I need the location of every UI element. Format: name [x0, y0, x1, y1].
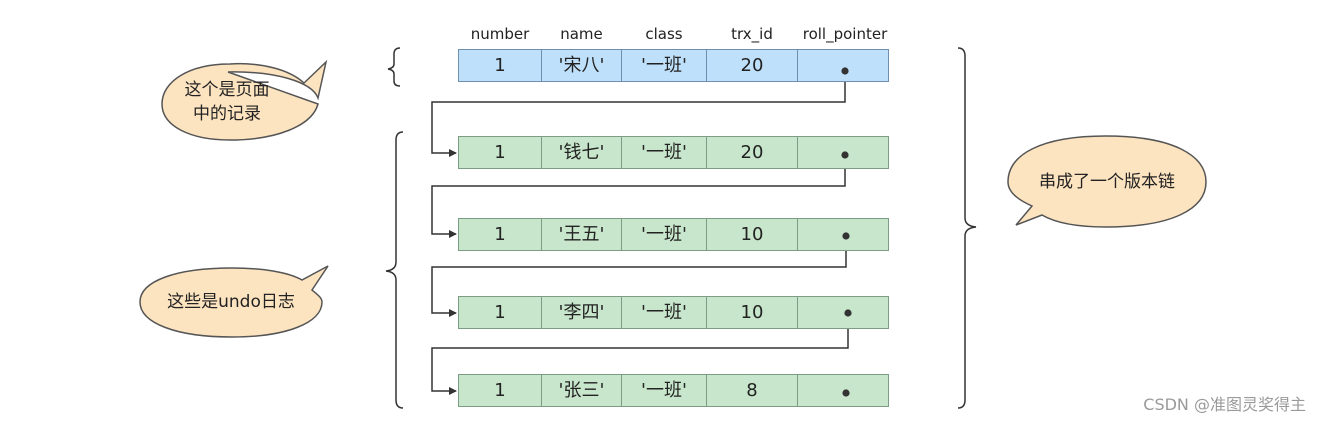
cell-number: 1 — [458, 374, 542, 407]
cell-name: '张三' — [541, 374, 622, 407]
column-header-roll-pointer: roll_pointer — [802, 25, 888, 43]
undo-record-row: 1 '张三' '一班' 8 — [458, 374, 890, 407]
callout-line: 中的记录 — [193, 104, 261, 124]
cell-name: '王五' — [541, 218, 622, 251]
cell-roll-pointer — [797, 136, 889, 169]
column-header-trx-id: trx_id — [731, 25, 773, 43]
pointer-link-2 — [431, 155, 846, 238]
column-header-class: class — [645, 25, 683, 43]
undo-record-row: 1 '王五' '一班' 10 — [458, 218, 890, 251]
callout-page-record-text: 这个是页面 中的记录 — [172, 78, 282, 126]
cell-trx-id: 8 — [706, 374, 798, 407]
callout-version-chain — [1007, 135, 1207, 228]
cell-number: 1 — [458, 296, 542, 329]
cell-roll-pointer — [797, 296, 889, 329]
callout-line: 这些是undo日志 — [167, 292, 295, 312]
brace-current-record — [387, 47, 401, 87]
callout-page-record — [161, 59, 328, 141]
undo-record-row: 1 '钱七' '一班' 20 — [458, 136, 890, 169]
callout-line: 串成了一个版本链 — [1039, 172, 1175, 192]
cell-trx-id: 20 — [706, 136, 798, 169]
pointer-link-4 — [431, 313, 849, 395]
callout-undo-log-text: 这些是undo日志 — [146, 290, 316, 314]
brace-undo-records — [385, 131, 404, 409]
roll-pointer-chain — [431, 71, 849, 395]
cell-class: '一班' — [621, 218, 707, 251]
pointer-link-3 — [431, 236, 847, 317]
cell-roll-pointer — [797, 374, 889, 407]
cell-roll-pointer — [797, 49, 889, 82]
cell-class: '一班' — [621, 296, 707, 329]
cell-class: '一班' — [621, 49, 707, 82]
cell-trx-id: 10 — [706, 218, 798, 251]
column-header-number: number — [470, 25, 530, 43]
cell-class: '一班' — [621, 136, 707, 169]
callout-undo-log — [139, 265, 329, 338]
cell-name: '钱七' — [541, 136, 622, 169]
column-header-name: name — [560, 25, 603, 43]
brace-version-chain — [957, 47, 977, 409]
callout-line: 这个是页面 — [184, 80, 270, 100]
cell-number: 1 — [458, 49, 542, 82]
cell-name: '李四' — [541, 296, 622, 329]
callout-version-chain-text: 串成了一个版本链 — [1014, 170, 1200, 194]
cell-trx-id: 20 — [706, 49, 798, 82]
cell-number: 1 — [458, 136, 542, 169]
cell-name: '宋八' — [541, 49, 622, 82]
watermark: CSDN @准图灵奖得主 — [1143, 395, 1306, 414]
cell-roll-pointer — [797, 218, 889, 251]
cell-trx-id: 10 — [706, 296, 798, 329]
pointer-link-1 — [431, 71, 846, 157]
current-record-row: 1 '宋八' '一班' 20 — [458, 49, 890, 82]
undo-record-row: 1 '李四' '一班' 10 — [458, 296, 890, 329]
cell-class: '一班' — [621, 374, 707, 407]
cell-number: 1 — [458, 218, 542, 251]
